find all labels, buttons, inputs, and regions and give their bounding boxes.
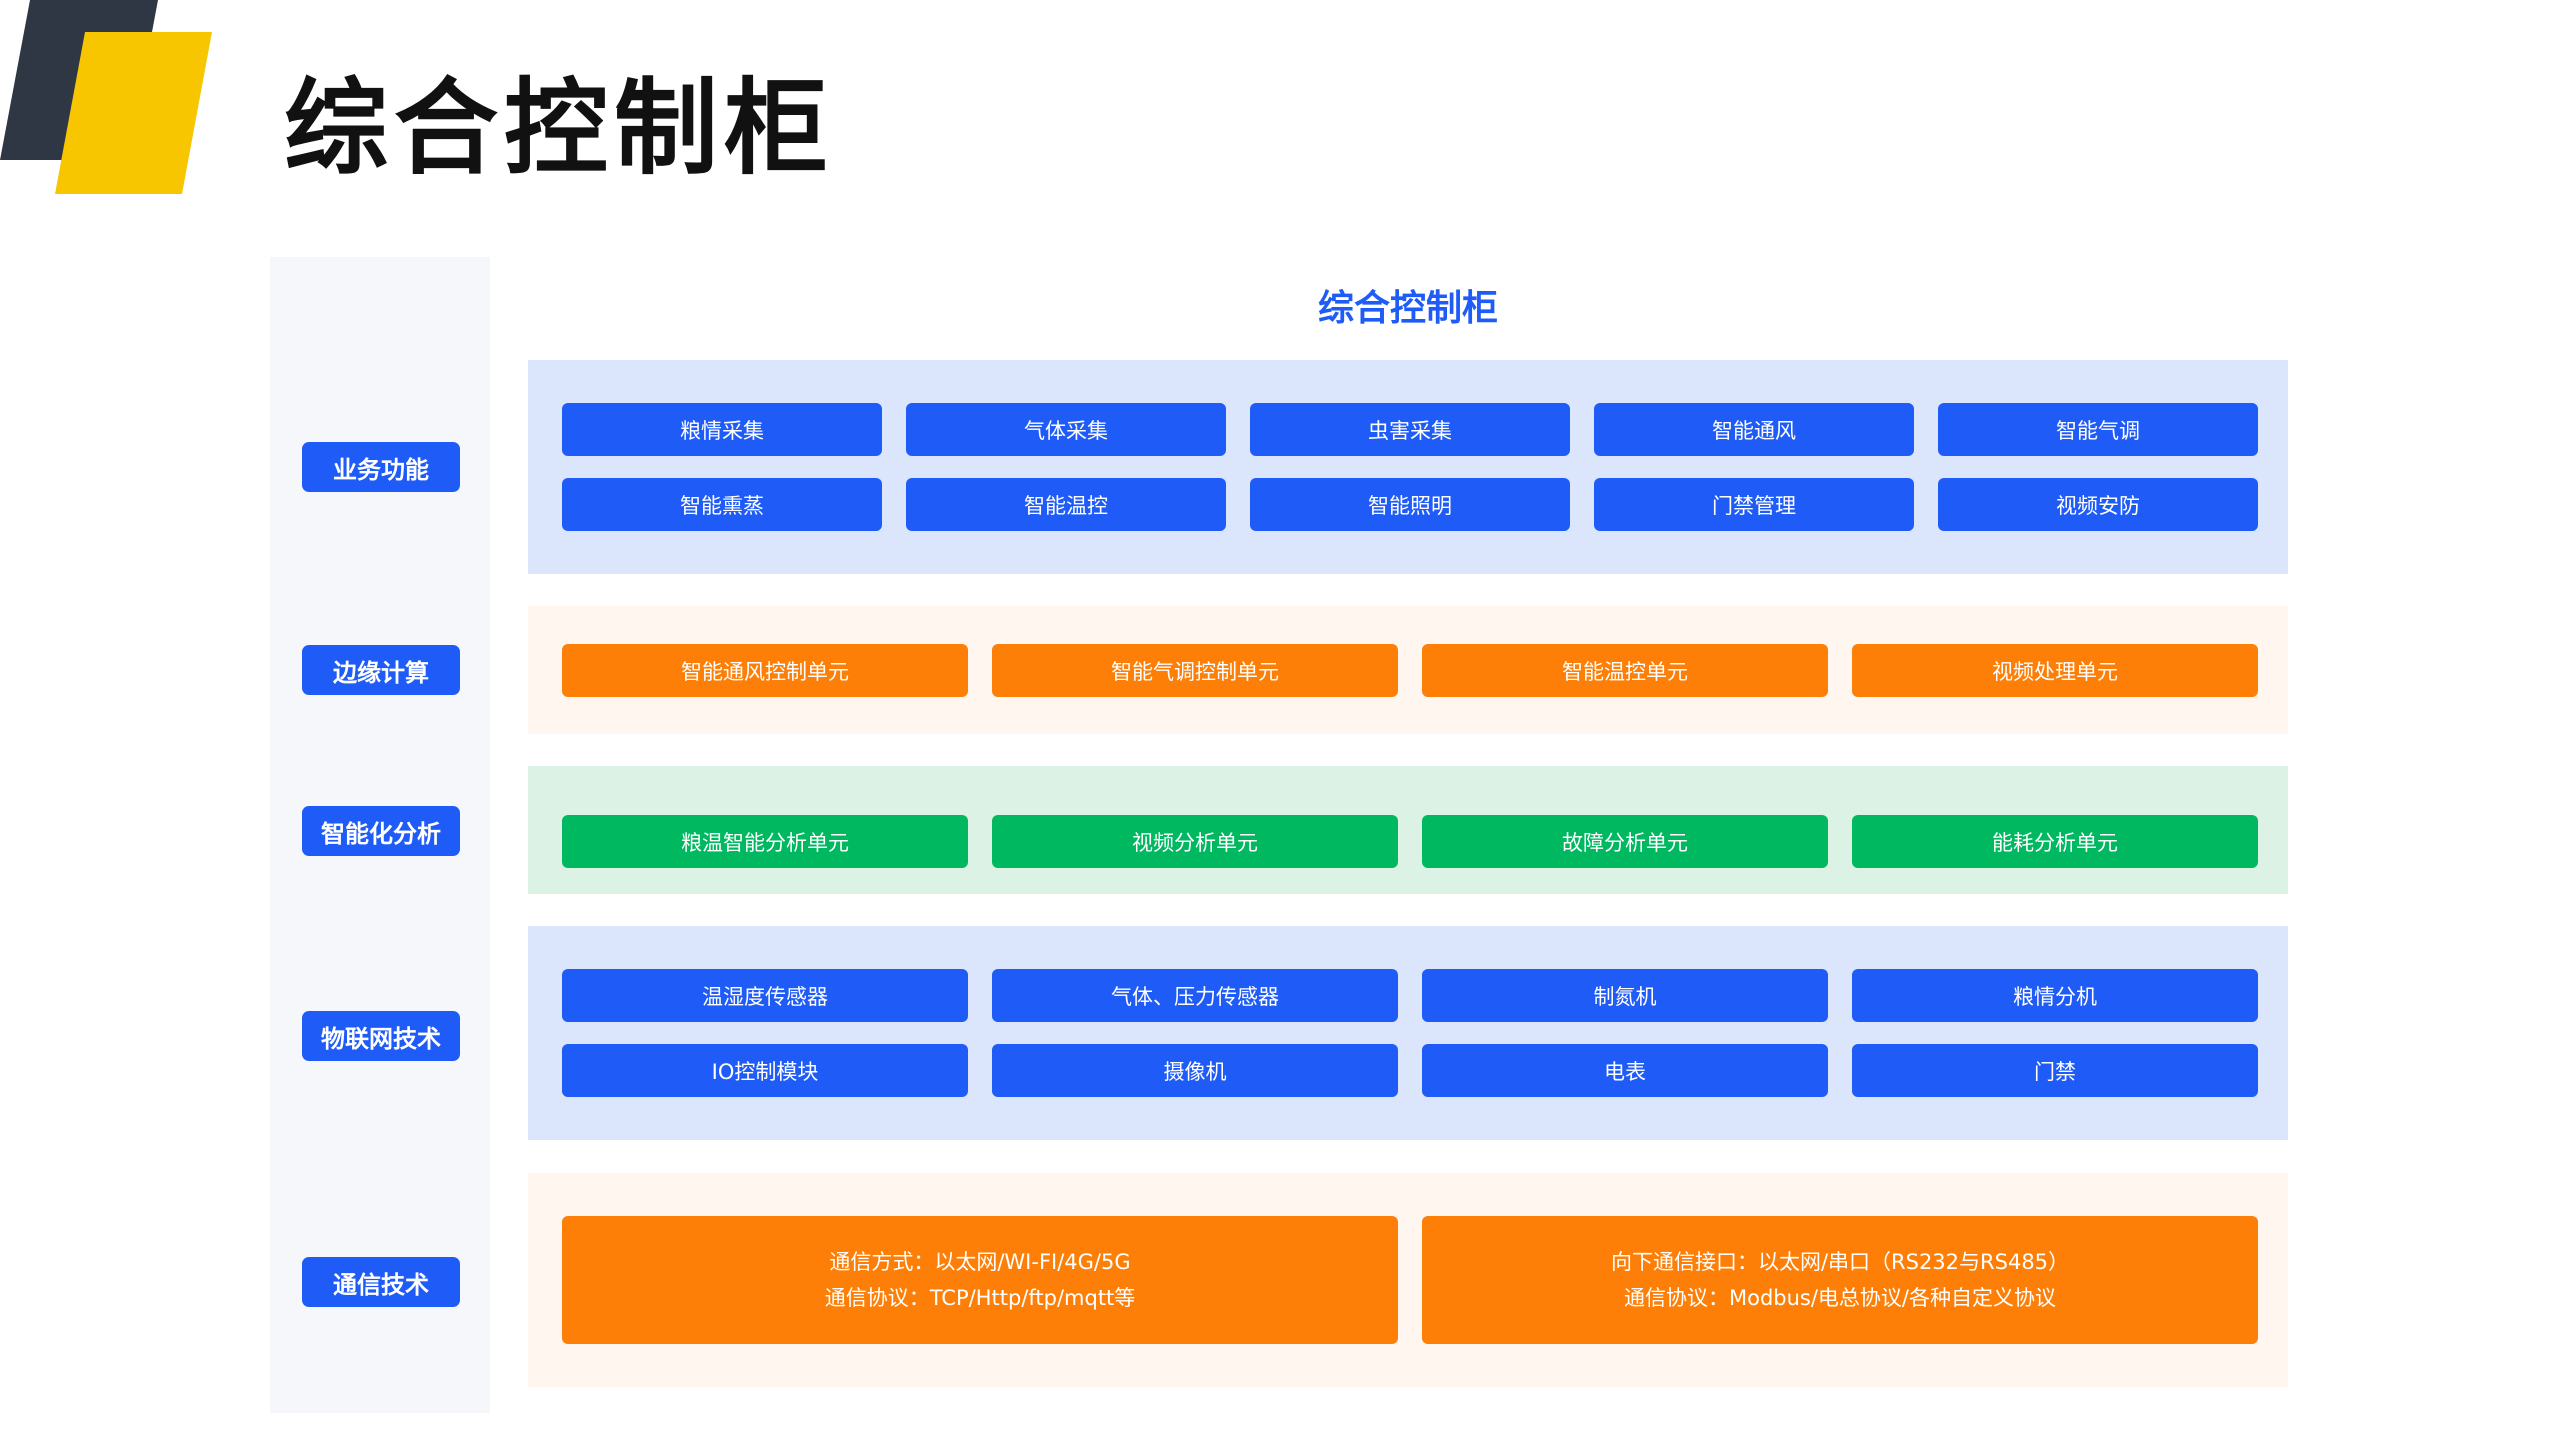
edge-unit: 视频处理单元 xyxy=(1852,644,2258,697)
corner-decoration xyxy=(0,0,212,194)
communication-line: 通信协议：TCP/Http/ftp/mqtt等 xyxy=(824,1286,1136,1310)
business-item: 智能熏蒸 xyxy=(562,478,882,531)
business-item: 智能通风 xyxy=(1594,403,1914,456)
business-item: 气体采集 xyxy=(906,403,1226,456)
communication-line: 通信协议：Modbus/电总协议/各种自定义协议 xyxy=(1623,1286,2057,1310)
analysis-unit: 能耗分析单元 xyxy=(1852,815,2258,868)
business-band: 粮情采集 气体采集 虫害采集 智能通风 智能气调 智能熏蒸 智能温控 智能照明 … xyxy=(528,360,2288,574)
category-tag-business: 业务功能 xyxy=(302,442,460,492)
communication-box: 向下通信接口：以太网/串口（RS232与RS485） 通信协议：Modbus/电… xyxy=(1422,1216,2258,1344)
category-tag-communication: 通信技术 xyxy=(302,1257,460,1307)
business-item: 视频安防 xyxy=(1938,478,2258,531)
edge-unit: 智能气调控制单元 xyxy=(992,644,1398,697)
analysis-unit: 视频分析单元 xyxy=(992,815,1398,868)
business-item: 智能照明 xyxy=(1250,478,1570,531)
communication-box: 通信方式：以太网/WI-FI/4G/5G 通信协议：TCP/Http/ftp/m… xyxy=(562,1216,1398,1344)
edge-computing-band: 智能通风控制单元 智能气调控制单元 智能温控单元 视频处理单元 xyxy=(528,606,2288,734)
business-item: 门禁管理 xyxy=(1594,478,1914,531)
iot-device: 电表 xyxy=(1422,1044,1828,1097)
iot-device: 门禁 xyxy=(1852,1044,2258,1097)
iot-band: 温湿度传感器 气体、压力传感器 制氮机 粮情分机 IO控制模块 摄像机 电表 门… xyxy=(528,926,2288,1140)
smart-analysis-band: 粮温智能分析单元 视频分析单元 故障分析单元 能耗分析单元 xyxy=(528,766,2288,894)
iot-device: 摄像机 xyxy=(992,1044,1398,1097)
page-title: 综合控制柜 xyxy=(284,67,835,189)
business-item: 粮情采集 xyxy=(562,403,882,456)
iot-device: IO控制模块 xyxy=(562,1044,968,1097)
communication-band: 通信方式：以太网/WI-FI/4G/5G 通信协议：TCP/Http/ftp/m… xyxy=(528,1173,2288,1387)
iot-device: 制氮机 xyxy=(1422,969,1828,1022)
iot-device: 气体、压力传感器 xyxy=(992,969,1398,1022)
communication-line: 向下通信接口：以太网/串口（RS232与RS485） xyxy=(1610,1250,2070,1274)
business-item: 智能气调 xyxy=(1938,403,2258,456)
edge-unit: 智能温控单元 xyxy=(1422,644,1828,697)
category-tag-iot: 物联网技术 xyxy=(302,1011,460,1061)
analysis-unit: 粮温智能分析单元 xyxy=(562,815,968,868)
analysis-unit: 故障分析单元 xyxy=(1422,815,1828,868)
business-item: 智能温控 xyxy=(906,478,1226,531)
communication-line: 通信方式：以太网/WI-FI/4G/5G xyxy=(829,1250,1131,1274)
edge-unit: 智能通风控制单元 xyxy=(562,644,968,697)
iot-device: 温湿度传感器 xyxy=(562,969,968,1022)
diagram-title: 综合控制柜 xyxy=(1317,288,1498,329)
category-tag-edge-computing: 边缘计算 xyxy=(302,645,460,695)
iot-device: 粮情分机 xyxy=(1852,969,2258,1022)
yellow-parallelogram xyxy=(55,32,212,194)
business-item: 虫害采集 xyxy=(1250,403,1570,456)
category-tag-smart-analysis: 智能化分析 xyxy=(302,806,460,856)
